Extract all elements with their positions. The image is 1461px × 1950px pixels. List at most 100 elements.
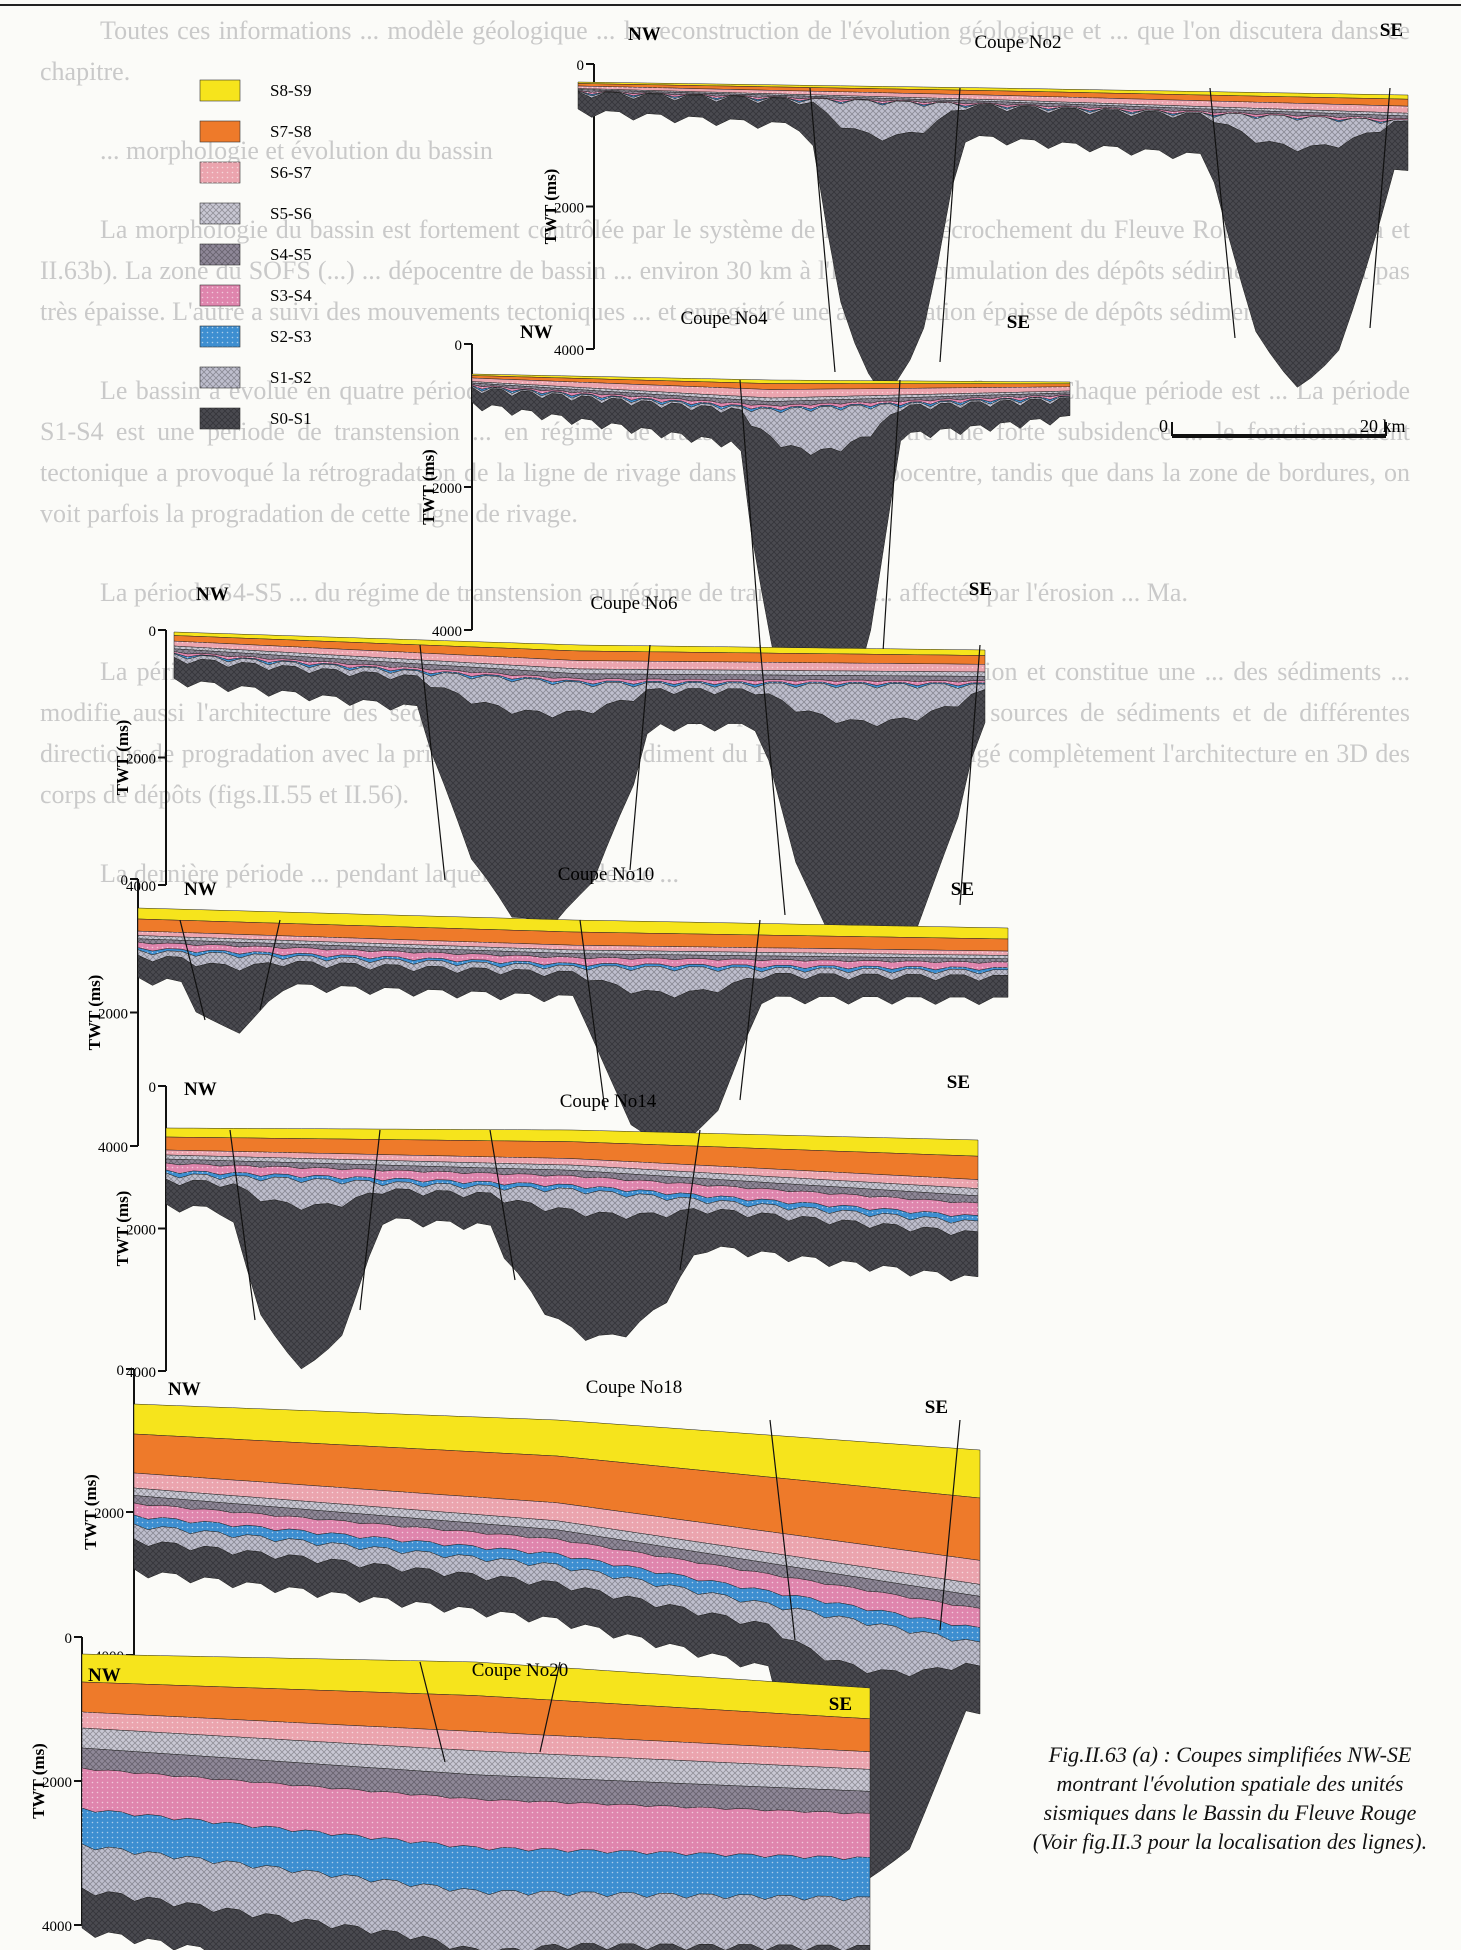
section-unit-texture — [174, 657, 985, 972]
section-unit-texture — [174, 653, 985, 689]
section-title: Coupe No14 — [560, 1091, 657, 1112]
axis-tick-label: 0 — [121, 873, 129, 889]
se-label: SE — [969, 579, 992, 600]
axis-tick-label: 4000 — [98, 1140, 128, 1156]
nw-label: NW — [184, 1079, 217, 1100]
section-title: Coupe No10 — [558, 864, 655, 885]
fault-line — [489, 1129, 516, 1281]
legend-swatch-texture — [200, 203, 240, 224]
legend-item: S1-S2 — [199, 366, 312, 389]
section-unit-texture — [134, 1488, 980, 1597]
section-unit-texture — [82, 1844, 870, 1950]
legend-swatch-texture — [200, 244, 240, 265]
bg-paragraph: Toutes ces informations ... modèle géolo… — [40, 16, 1410, 86]
section-unit-texture — [578, 89, 1408, 120]
axis-tick-label: 4000 — [554, 343, 584, 359]
axis-title: TWT (ms) — [29, 1743, 48, 1819]
section-unit-texture — [134, 1539, 980, 1880]
fault-line — [769, 1419, 796, 1641]
legend-swatch-texture — [200, 408, 240, 429]
section-unit-texture — [82, 1808, 870, 1901]
section-unit-texture — [134, 1515, 980, 1642]
bg-paragraph: La période S4-S5 ... du régime de transt… — [100, 578, 1188, 607]
axis-tick-label: 0 — [149, 1080, 157, 1096]
section-unit-texture — [472, 386, 1070, 456]
section-title: Coupe No2 — [974, 32, 1061, 53]
fault-line — [959, 644, 981, 906]
axis-title: TWT (ms) — [419, 449, 438, 525]
axis-title: TWT (ms) — [113, 720, 132, 796]
legend-swatch — [199, 79, 241, 102]
axis-title: TWT (ms) — [113, 1191, 132, 1267]
fault-line — [419, 644, 446, 881]
section-unit-texture — [134, 1473, 980, 1585]
fault-line — [879, 379, 901, 701]
legend-label: S8-S9 — [270, 81, 312, 100]
legend-swatch — [199, 120, 241, 143]
legend-swatch-texture — [200, 162, 240, 183]
axis-tick-label: 2000 — [98, 1007, 128, 1023]
section-unit-texture — [82, 1712, 870, 1770]
nw-label: NW — [184, 879, 217, 900]
fault-line — [579, 919, 606, 1111]
legend-item: S6-S7 — [199, 161, 312, 184]
axis-tick-label: 2000 — [554, 201, 584, 217]
legend-item: S4-S5 — [199, 243, 312, 266]
fault-line — [939, 87, 961, 363]
section-unit-texture — [472, 387, 1070, 757]
section-unit-texture — [174, 646, 985, 677]
section-unit-texture — [134, 1503, 980, 1628]
section-unit-texture — [138, 938, 1008, 964]
legend-item: S2-S3 — [199, 325, 312, 348]
fault-line — [739, 919, 761, 1101]
legend-swatch-texture — [200, 367, 240, 388]
legend-label: S1-S2 — [270, 368, 312, 387]
legend-label: S4-S5 — [270, 245, 312, 264]
nw-label: NW — [628, 24, 661, 45]
fault-line — [1209, 87, 1236, 339]
axis-tick-label: 4000 — [126, 1365, 156, 1381]
section-unit-texture — [82, 1728, 870, 1792]
section-unit-texture — [166, 1170, 978, 1224]
section-unit-texture — [134, 1524, 980, 1677]
caption-line: sismiques dans le Bassin du Fleuve Rouge — [1043, 1800, 1417, 1825]
legend-label: S3-S4 — [270, 286, 312, 305]
legend-label: S5-S6 — [270, 204, 312, 223]
section-unit-texture — [82, 1768, 870, 1860]
legend-item: S5-S6 — [199, 202, 312, 225]
top-rule — [0, 4, 1461, 6]
legend-item: S0-S1 — [199, 407, 312, 430]
axis-tick-label: 2000 — [126, 752, 156, 768]
legend-item: S7-S8 — [199, 120, 312, 143]
fault-line — [679, 1129, 701, 1271]
axis-tick-label: 2000 — [42, 1775, 72, 1791]
axis-tick-label: 2000 — [94, 1506, 124, 1522]
scale-bar: 0 20 km — [1159, 416, 1406, 438]
legend-item: S8-S9 — [199, 79, 312, 102]
axis-tick-label: 2000 — [126, 1223, 156, 1239]
section-unit-texture — [174, 648, 985, 683]
bg-paragraph: La morphologie du bassin est fortement c… — [40, 215, 1410, 326]
axis-tick-label: 0 — [455, 338, 463, 354]
fault-line — [939, 1419, 961, 1631]
legend-swatch-texture — [200, 285, 240, 306]
axis-tick-label: 4000 — [126, 879, 156, 895]
caption-line: (Voir fig.II.3 pour la localisation des … — [1032, 1829, 1428, 1854]
section-unit-texture — [138, 931, 1008, 956]
caption-line: montrant l'évolution spatiale des unités — [1056, 1771, 1404, 1796]
section-title: Coupe No6 — [590, 593, 677, 614]
legend-label: S2-S3 — [270, 327, 312, 346]
section-unit-texture — [166, 1150, 978, 1189]
legend-label: S6-S7 — [270, 163, 312, 182]
legend-label: S0-S1 — [270, 409, 312, 428]
axis-title: TWT (ms) — [85, 975, 104, 1051]
section-unit-texture — [578, 91, 1408, 394]
section-unit-texture — [138, 955, 1008, 1153]
section-unit-texture — [472, 381, 1070, 402]
axis-tick-label: 0 — [149, 624, 157, 640]
figure-caption: Fig.II.63 (a) : Coupes simplifiées NW-SE… — [1010, 1740, 1450, 1856]
